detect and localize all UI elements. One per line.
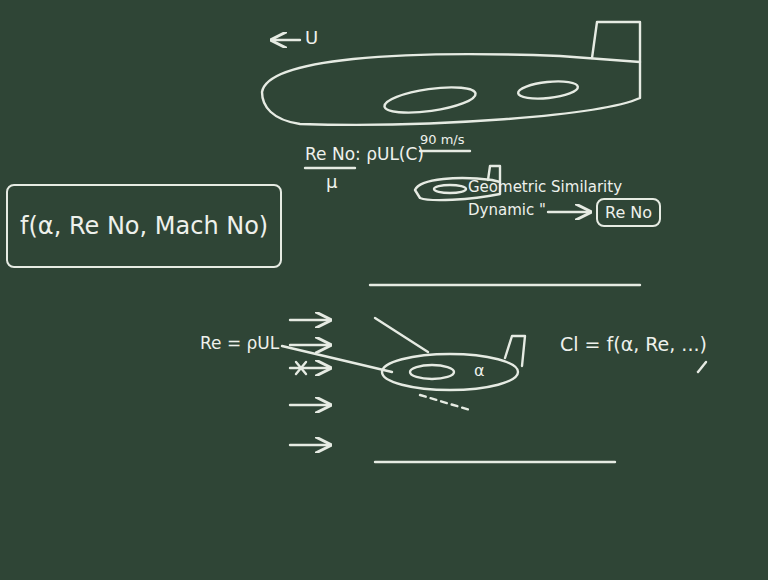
- divider-line: [375, 461, 615, 463]
- aircraft-fuselage: [262, 54, 640, 125]
- flow-arrow: [290, 344, 330, 346]
- attitude-line: [420, 395, 470, 410]
- chalk-mark: [698, 362, 706, 372]
- model-fuselage: [382, 354, 518, 390]
- fraction-bar: [305, 167, 355, 169]
- cross-mark: [296, 362, 306, 374]
- model-wing: [434, 185, 466, 193]
- box-text: Re No: [605, 203, 652, 222]
- flow-arrow: [290, 367, 330, 369]
- leader-line: [282, 346, 392, 372]
- flow-arrow: [290, 404, 330, 406]
- velocity-label: U: [305, 27, 318, 49]
- formula: Cl = f(α, Re, ...): [560, 333, 707, 356]
- flow-arrow: [290, 319, 330, 321]
- highlight-box: Re No: [596, 198, 661, 227]
- model-fin: [505, 336, 525, 366]
- arrow: [548, 211, 590, 213]
- aircraft-tailplane: [517, 79, 578, 101]
- box-text: f(α, Re No, Mach No): [20, 212, 268, 240]
- aircraft-fin: [592, 22, 640, 62]
- model-wing: [410, 365, 454, 379]
- angle-symbol: α: [474, 361, 485, 380]
- formula: μ: [326, 171, 337, 193]
- formula: Re = ρUL: [200, 333, 279, 353]
- formula: Re No: ρUL(C): [305, 144, 424, 164]
- note: Geometric Similarity: [468, 178, 622, 196]
- underline: [420, 150, 470, 152]
- divider-line: [370, 284, 640, 286]
- function-box: f(α, Re No, Mach No): [6, 184, 282, 268]
- aircraft-wing: [383, 83, 477, 118]
- flow-arrow: [290, 444, 330, 446]
- velocity-arrow: [272, 39, 300, 41]
- speed-value: 90 m/s: [420, 132, 465, 148]
- attitude-line: [375, 318, 428, 352]
- note: Dynamic ": [468, 201, 546, 219]
